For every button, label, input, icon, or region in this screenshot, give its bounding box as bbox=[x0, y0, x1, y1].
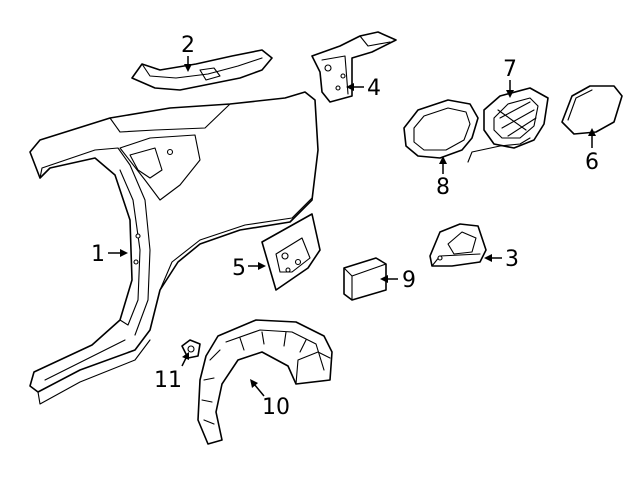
arrowhead-10 bbox=[250, 379, 258, 388]
callout-7: 7 bbox=[503, 57, 517, 82]
callout-11: 11 bbox=[154, 368, 182, 393]
arrowhead-1 bbox=[120, 249, 128, 257]
callout-1: 1 bbox=[91, 242, 105, 267]
arrowhead-5 bbox=[258, 262, 266, 270]
callout-6: 6 bbox=[585, 150, 599, 175]
callout-2: 2 bbox=[181, 33, 195, 58]
fuel-door-part bbox=[561, 85, 623, 135]
callout-labels: 1 2 3 4 5 6 7 8 9 10 11 bbox=[91, 33, 599, 420]
mounting-bracket-part bbox=[429, 223, 487, 267]
callout-leaders bbox=[108, 56, 596, 397]
callout-10: 10 bbox=[262, 395, 290, 420]
wheel-liner-part bbox=[197, 319, 333, 445]
callout-9: 9 bbox=[402, 268, 416, 293]
bracket-part bbox=[311, 31, 397, 103]
leader-10 bbox=[253, 383, 265, 397]
module-part bbox=[343, 257, 387, 301]
callout-5: 5 bbox=[232, 256, 246, 281]
leader-11 bbox=[181, 357, 187, 367]
quarter-panel-part bbox=[29, 91, 319, 405]
callout-3: 3 bbox=[505, 247, 519, 272]
fuel-door-housing-part bbox=[467, 87, 549, 163]
callout-8: 8 bbox=[436, 175, 450, 200]
arrowhead-11 bbox=[182, 352, 189, 360]
arrowhead-9 bbox=[380, 275, 388, 283]
patch-plate-part bbox=[261, 213, 321, 291]
arrowhead-7 bbox=[506, 90, 514, 98]
arrowhead-4 bbox=[346, 83, 354, 91]
arrowhead-6 bbox=[588, 128, 596, 136]
upper-reinforcement-part bbox=[131, 49, 273, 91]
arrowhead-8 bbox=[439, 156, 447, 164]
arrowhead-2 bbox=[184, 64, 192, 72]
arrowhead-3 bbox=[484, 254, 492, 262]
callout-4: 4 bbox=[367, 76, 381, 101]
fuel-door-seal-part bbox=[403, 99, 479, 159]
